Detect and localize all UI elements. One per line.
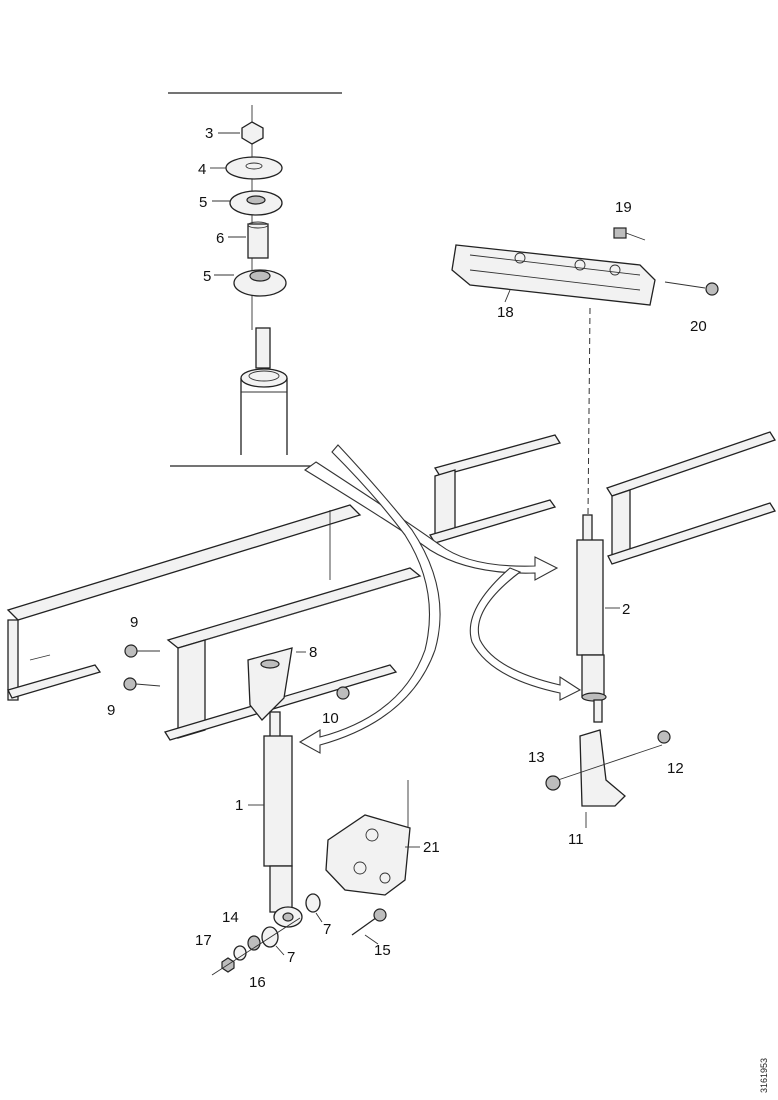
callout-18: 18: [497, 304, 514, 321]
shock-absorber-2: [576, 307, 607, 723]
bolt-12: [657, 730, 671, 744]
damper-top-body: [240, 378, 288, 455]
callout-16: 16: [249, 974, 266, 991]
shock-absorber-1: [247, 647, 303, 928]
left-frame-rail: [6, 504, 362, 701]
washer-4: [225, 156, 283, 180]
callout-19: 19: [615, 199, 632, 216]
callout-6: 6: [216, 230, 224, 247]
lower-mount-hardware: [211, 780, 411, 976]
nut-13: [545, 775, 561, 791]
callout-1: 1: [235, 797, 243, 814]
figure-code: 3161953: [759, 1058, 769, 1093]
callout-2: 2: [622, 601, 630, 618]
callout-9-upper: 9: [130, 614, 138, 631]
crossmember-bracket-18: [451, 227, 719, 306]
callout-12: 12: [667, 760, 684, 777]
callout-5-lower: 5: [203, 268, 211, 285]
nut-10: [336, 686, 350, 700]
washer-7-outer: [305, 893, 321, 913]
bolt-15: [351, 908, 387, 936]
callout-13: 13: [528, 749, 545, 766]
callout-20: 20: [690, 318, 707, 335]
left-crossmember-rail: [163, 510, 422, 741]
lower-bracket-21: [325, 814, 411, 896]
callout-3: 3: [205, 125, 213, 142]
callout-21: 21: [423, 839, 440, 856]
center-frame-rail: [428, 434, 562, 544]
lower-bracket-11: [545, 729, 671, 807]
callout-10: 10: [322, 710, 339, 727]
washer-16: [233, 945, 247, 961]
callout-11: 11: [568, 831, 584, 848]
callout-8: 8: [309, 644, 317, 661]
upper-bracket-8: [247, 647, 293, 721]
leader-lines: [210, 132, 620, 956]
callout-15: 15: [374, 942, 391, 959]
flow-arrows: [298, 444, 582, 754]
callout-5-upper: 5: [199, 194, 207, 211]
right-frame-rail: [606, 431, 776, 565]
nut-3: [241, 121, 264, 145]
bolt-9-lower: [123, 677, 161, 691]
callout-7-inner: 7: [287, 949, 295, 966]
callout-17: 17: [195, 932, 212, 949]
upper-mount-detail: [168, 92, 342, 467]
callout-9-lower: 9: [107, 702, 115, 719]
spacer-14: [247, 935, 261, 951]
nut-20: [664, 281, 719, 296]
rubber-bush-5-lower: [233, 269, 287, 297]
callout-7-outer: 7: [323, 921, 331, 938]
callout-14: 14: [222, 909, 239, 926]
spacer-sleeve-6: [247, 223, 269, 259]
bolt-19: [613, 227, 646, 241]
bolt-9-upper: [124, 644, 160, 658]
callout-4: 4: [198, 161, 206, 178]
callout-labels: 3 4 5 6 5 19 18 20 2 9 9 8 10 13 12 11 1…: [107, 125, 707, 991]
